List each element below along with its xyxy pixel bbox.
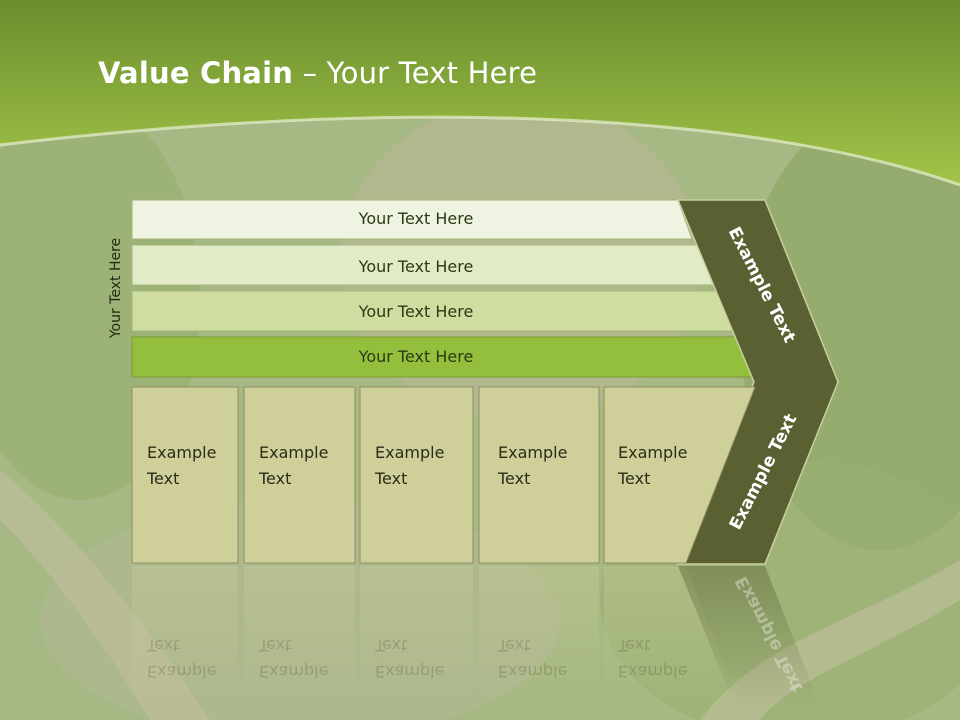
- box-1-reflection: [132, 566, 238, 706]
- box-3: [359, 386, 474, 564]
- bar-2-label: Your Text Here: [358, 257, 474, 276]
- box-4: [478, 386, 600, 564]
- box-5: [603, 386, 756, 564]
- box-2: [243, 386, 356, 564]
- bar-4-label: Your Text Here: [358, 347, 474, 366]
- box-4-label-reflection: Example Text: [498, 636, 568, 681]
- box-5-label: Example Text: [618, 443, 688, 488]
- title-bold: Value Chain: [98, 56, 294, 90]
- box-3-label: Example Text: [375, 443, 445, 488]
- box-2-reflection: [244, 566, 355, 706]
- box-2-label-reflection: Example Text: [259, 636, 329, 681]
- chevron-reflection: [678, 566, 820, 706]
- box-5-label-reflection: Example Text: [618, 636, 688, 681]
- box-2-label: Example Text: [259, 443, 329, 488]
- box-1-label-reflection: Example Text: [147, 636, 217, 681]
- title-rest: – Your Text Here: [293, 56, 538, 90]
- bar-3-label: Your Text Here: [358, 302, 474, 321]
- box-1: [131, 386, 239, 564]
- box-4-reflection: [479, 566, 599, 706]
- box-5-reflection: [604, 566, 740, 706]
- bar-1-label: Your Text Here: [358, 209, 474, 228]
- box-3-reflection: [360, 566, 473, 706]
- box-3-label-reflection: Example Text: [375, 636, 445, 681]
- page-title: Value Chain – Your Text Here: [98, 56, 537, 90]
- box-1-label: Example Text: [147, 443, 217, 488]
- bar-1: [131, 199, 693, 240]
- box-4-label: Example Text: [498, 443, 568, 488]
